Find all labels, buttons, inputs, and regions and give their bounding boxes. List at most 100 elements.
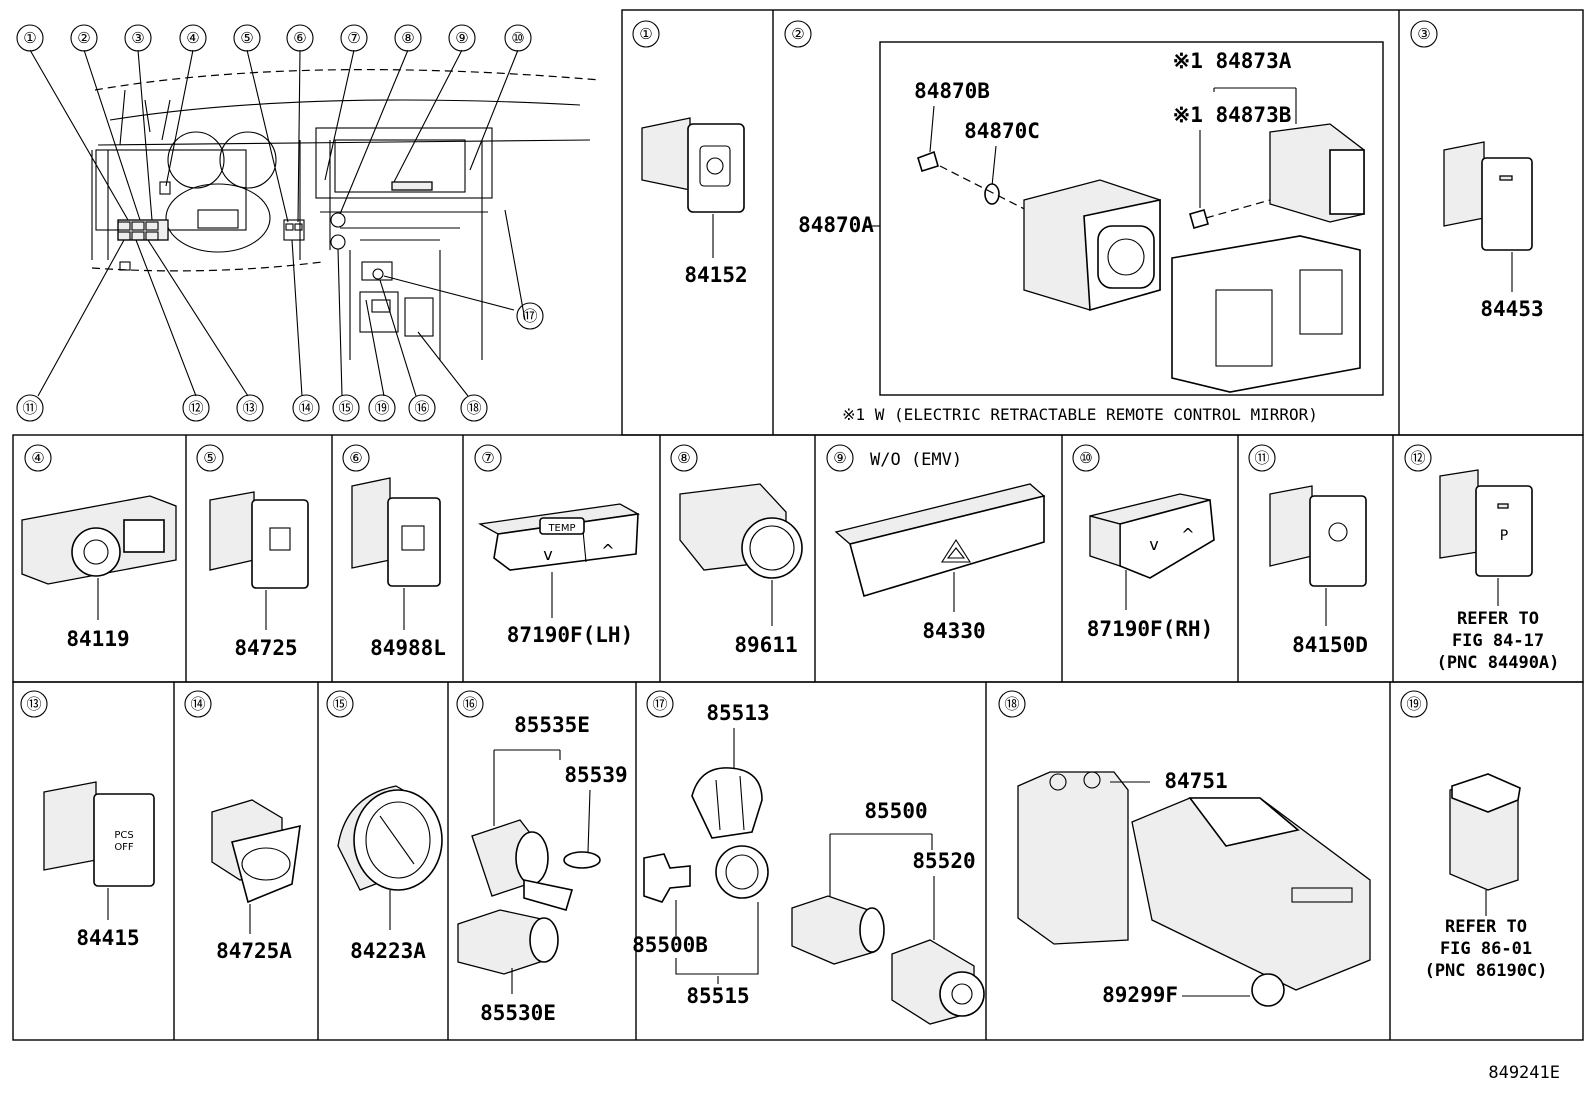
panel-13: ⑬ PCS OFF 84415 bbox=[20, 690, 155, 950]
svg-text:⑰: ⑰ bbox=[522, 307, 537, 325]
pn-85515: 85515 bbox=[686, 984, 749, 1008]
pn-89299F: 89299F bbox=[1102, 983, 1178, 1007]
temp-label: TEMP bbox=[547, 523, 575, 534]
panel-8: ⑧ 89611 bbox=[670, 444, 803, 657]
svg-text:⑱: ⑱ bbox=[466, 399, 481, 417]
pn-87190F-RH: 87190F(RH) bbox=[1087, 617, 1213, 641]
pn-85500: 85500 bbox=[864, 799, 927, 823]
callout-1: ① bbox=[16, 24, 44, 52]
svg-text:⑭: ⑭ bbox=[190, 695, 205, 713]
pn-84988L: 84988L bbox=[370, 636, 446, 660]
svg-text:⑯: ⑯ bbox=[414, 399, 429, 417]
svg-text:⑥: ⑥ bbox=[293, 29, 306, 47]
callout-10: ⑩ bbox=[504, 24, 532, 52]
pn-84725: 84725 bbox=[234, 636, 297, 660]
svg-text:⑧: ⑧ bbox=[401, 29, 414, 47]
svg-text:⑱: ⑱ bbox=[1004, 695, 1019, 713]
svg-text:⑰: ⑰ bbox=[652, 695, 667, 713]
panel-19: ⑲ REFER TO FIG 86-01 (PNC 86190C) bbox=[1400, 690, 1548, 981]
callout-13: ⑬ bbox=[236, 394, 264, 422]
svg-text:P: P bbox=[1500, 528, 1508, 544]
svg-text:⑯: ⑯ bbox=[462, 695, 477, 713]
pn-84870C: 84870C bbox=[964, 119, 1040, 143]
svg-text:⑨: ⑨ bbox=[833, 449, 846, 467]
panel-11: ⑪ 84150D bbox=[1248, 444, 1368, 657]
pn-84725A: 84725A bbox=[216, 939, 292, 963]
pn-85530E: 85530E bbox=[480, 1001, 556, 1025]
callout-3: ③ bbox=[124, 24, 152, 52]
svg-text:①: ① bbox=[639, 25, 652, 43]
svg-text:⑪: ⑪ bbox=[1254, 449, 1269, 467]
overview-callouts: ① ② ③ ④ ⑤ ⑥ ⑦ ⑧ ⑨ ⑩ ⑪ ⑫ ⑬ ⑭ ⑮ ⑲ ⑯ ⑱ ⑰ bbox=[16, 24, 544, 422]
svg-text:⑦: ⑦ bbox=[347, 29, 360, 47]
pcs-text-1: PCS bbox=[114, 830, 133, 841]
svg-text:⑮: ⑮ bbox=[332, 695, 347, 713]
svg-text:⑫: ⑫ bbox=[1410, 449, 1425, 467]
callout-4: ④ bbox=[179, 24, 207, 52]
pn-84453: 84453 bbox=[1480, 297, 1543, 321]
refer-line-2: FIG 84-17 bbox=[1452, 631, 1544, 651]
svg-text:⑩: ⑩ bbox=[1079, 449, 1092, 467]
svg-text:⑲: ⑲ bbox=[374, 399, 389, 417]
pcs-text-2: OFF bbox=[114, 842, 134, 853]
pn-87190F-LH: 87190F(LH) bbox=[507, 623, 633, 647]
callout-15: ⑮ bbox=[332, 394, 360, 422]
pn-84870A: 84870A bbox=[798, 213, 874, 237]
refer-line-1: REFER TO bbox=[1445, 917, 1527, 937]
pn-84873A: ※1 84873A bbox=[1173, 49, 1292, 73]
pn-84330: 84330 bbox=[922, 619, 985, 643]
svg-text:⑪: ⑪ bbox=[22, 399, 37, 417]
pn-84119: 84119 bbox=[66, 627, 129, 651]
svg-text:⑤: ⑤ bbox=[203, 449, 216, 467]
pn-85520: 85520 bbox=[912, 849, 975, 873]
panel-17: ⑰ 85513 85500B 85515 85500 85520 bbox=[632, 690, 985, 1025]
callout-9: ⑨ bbox=[448, 24, 476, 52]
condition-label: W/O (EMV) bbox=[870, 450, 962, 470]
refer-line-3: (PNC 84490A) bbox=[1437, 653, 1560, 673]
callout-16: ⑯ bbox=[408, 394, 436, 422]
refer-line-1: REFER TO bbox=[1457, 609, 1539, 629]
panel-15: ⑮ 84223A bbox=[326, 690, 443, 963]
svg-text:②: ② bbox=[77, 29, 90, 47]
callout-19: ⑲ bbox=[368, 394, 396, 422]
pn-85500B: 85500B bbox=[632, 933, 708, 957]
panel-5: ⑤ 84725 bbox=[196, 444, 309, 660]
callout-14: ⑭ bbox=[292, 394, 320, 422]
refer-line-3: (PNC 86190C) bbox=[1425, 961, 1548, 981]
callout-2: ② bbox=[70, 24, 98, 52]
svg-text:^: ^ bbox=[601, 541, 614, 560]
svg-text:⑨: ⑨ bbox=[455, 29, 468, 47]
pn-89611: 89611 bbox=[734, 633, 797, 657]
callout-8: ⑧ bbox=[394, 24, 422, 52]
svg-text:④: ④ bbox=[186, 29, 199, 47]
pn-84150D: 84150D bbox=[1292, 633, 1368, 657]
callout-7: ⑦ bbox=[340, 24, 368, 52]
svg-text:③: ③ bbox=[131, 29, 144, 47]
panel-10: ⑩ v ^ 87190F(RH) bbox=[1072, 444, 1215, 641]
callout-11: ⑪ bbox=[16, 394, 44, 422]
svg-text:②: ② bbox=[791, 25, 804, 43]
svg-text:^: ^ bbox=[1181, 525, 1194, 544]
callout-5: ⑤ bbox=[233, 24, 261, 52]
panel-9: ⑨ W/O (EMV) 84330 bbox=[826, 444, 1046, 643]
footnote: ※1 W (ELECTRIC RETRACTABLE REMOTE CONTRO… bbox=[842, 405, 1318, 424]
panel-2: ② 84870A 84870B 84870C ※1 84873A ※1 8487… bbox=[784, 20, 1384, 424]
panel-grid bbox=[12, 9, 1584, 1041]
refer-line-2: FIG 86-01 bbox=[1440, 939, 1532, 959]
pn-84152: 84152 bbox=[684, 263, 747, 287]
panel-1: ① 84152 bbox=[632, 20, 748, 287]
panel-12: ⑫ P REFER TO FIG 84-17 (PNC 84490A) bbox=[1404, 444, 1560, 673]
svg-text:⑥: ⑥ bbox=[349, 449, 362, 467]
panel-16: ⑯ 85535E 85539 85530E bbox=[456, 690, 628, 1025]
pn-85513: 85513 bbox=[706, 701, 769, 725]
panel-18: ⑱ 84751 89299F bbox=[998, 690, 1371, 1007]
callout-6: ⑥ bbox=[286, 24, 314, 52]
svg-text:⑦: ⑦ bbox=[481, 449, 494, 467]
panel-4: ④ 84119 bbox=[21, 444, 177, 651]
svg-text:④: ④ bbox=[31, 449, 44, 467]
pn-84223A: 84223A bbox=[350, 939, 426, 963]
panel-14: ⑭ 84725A bbox=[184, 690, 301, 963]
svg-text:⑭: ⑭ bbox=[298, 399, 313, 417]
svg-text:⑲: ⑲ bbox=[1406, 695, 1421, 713]
